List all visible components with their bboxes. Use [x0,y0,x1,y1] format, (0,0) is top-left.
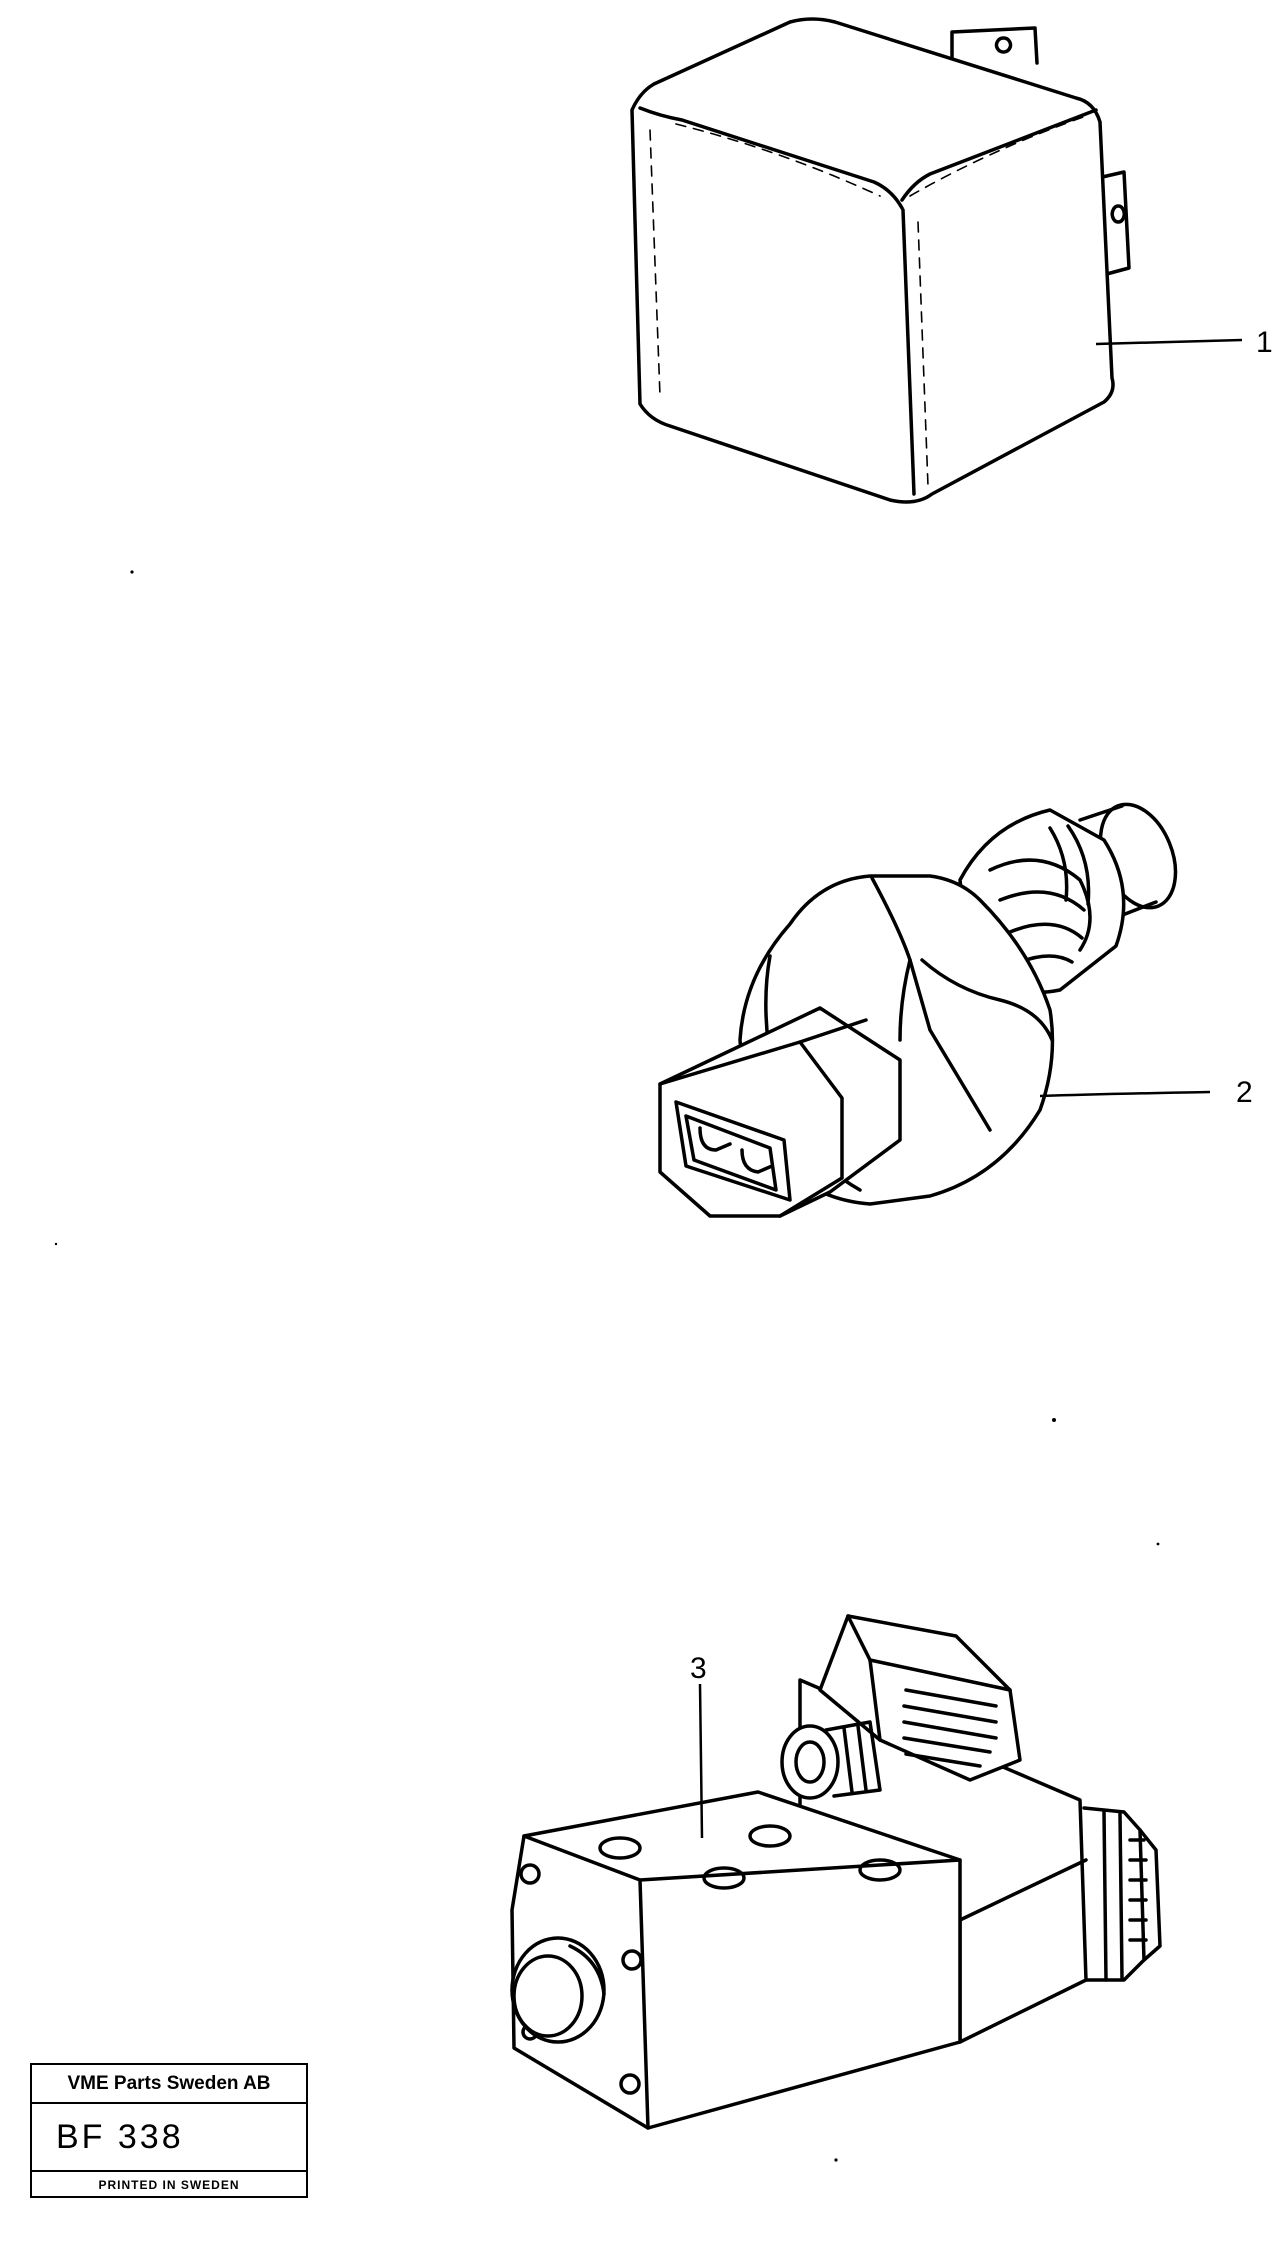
company-name: VME Parts Sweden AB [32,2065,306,2104]
pressure-switch-icon [658,802,1178,1218]
solenoid-valve-icon [510,1614,1162,2130]
callout-label: 2 [1236,1076,1253,1109]
drawing-code: BF 338 [32,2104,306,2172]
relay-icon [630,17,1131,504]
callout-label: 3 [690,1652,707,1685]
callout-label: 1 [1256,326,1273,359]
printed-note: PRINTED IN SWEDEN [98,2178,240,2192]
title-block: VME Parts Sweden AB BF 338 PRINTED IN SW… [30,2063,308,2198]
scan-specks [54,570,1160,2162]
